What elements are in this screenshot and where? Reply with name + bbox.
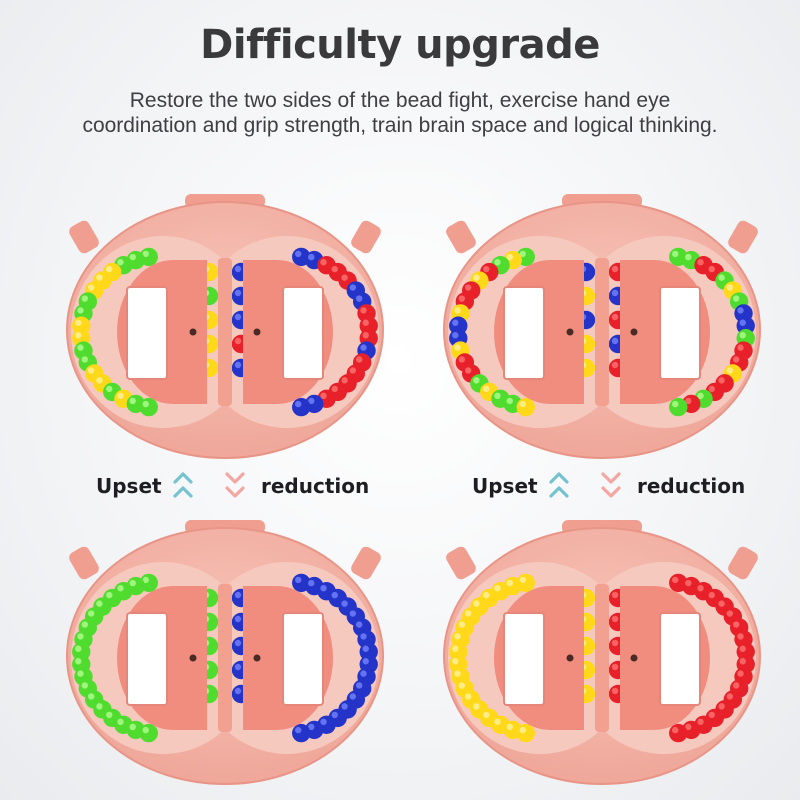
bead-green — [669, 397, 688, 417]
puzzle-toy-top-right — [432, 192, 772, 462]
page-title: Difficulty upgrade — [200, 22, 600, 68]
upset-label: Upset — [472, 474, 538, 498]
puzzle-toy-bottom-left — [55, 518, 395, 788]
bead-blue — [292, 397, 311, 417]
puzzle-graphic — [66, 194, 384, 459]
page-subtitle: Restore the two sides of the bead fight,… — [0, 88, 800, 138]
puzzle-toy-bottom-right — [432, 518, 772, 788]
reduction-label: reduction — [261, 474, 370, 498]
double-chevron-down-icon — [601, 472, 621, 498]
puzzle-graphic — [443, 520, 761, 785]
bead-red — [669, 723, 688, 743]
puzzle-toy-top-left — [55, 192, 395, 462]
bead-yellow — [516, 723, 535, 743]
bead-green — [139, 397, 158, 417]
bead-green — [139, 723, 158, 743]
puzzle-graphic — [443, 194, 761, 459]
label-row-right: Upset reduction — [472, 468, 762, 508]
subtitle-line-1: Restore the two sides of the bead fight,… — [129, 89, 671, 112]
double-chevron-up-icon — [549, 472, 569, 498]
bead-blue — [292, 723, 311, 743]
subtitle-line-2: coordination and grip strength, train br… — [82, 114, 718, 137]
bead-yellow — [516, 397, 535, 417]
double-chevron-down-icon — [225, 472, 245, 498]
upset-label: Upset — [96, 474, 162, 498]
label-row-left: Upset reduction — [96, 468, 386, 508]
double-chevron-up-icon — [173, 472, 193, 498]
puzzle-graphic — [66, 520, 384, 785]
reduction-label: reduction — [637, 474, 746, 498]
